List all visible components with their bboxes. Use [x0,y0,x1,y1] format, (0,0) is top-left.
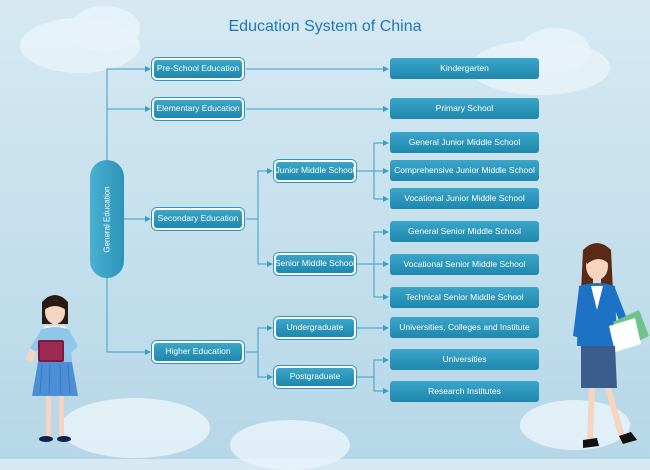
node-comprehensive-junior-middle-school: Comprehensive Junior Middle School [390,160,539,181]
node-general-junior-middle-school: General Junior Middle School [390,132,539,153]
diagram-title: Education System of China [228,18,422,35]
node-secondary-education: Secondary Education [152,208,244,230]
girl-student-figure [26,295,78,442]
background-cloud [70,6,140,51]
root-node-general-education: General Education [90,160,124,278]
node-postgraduate: Postgraduate [274,366,356,388]
node-senior-middle-school: Senior Middle School [274,253,356,275]
background-cloud [60,398,210,458]
node-research-institutes: Research Institutes [390,381,539,402]
node-higher-education: Higher Education [152,341,244,363]
node-universities: Universities [390,349,539,370]
node-pre-school-education: Pre-School Education [152,58,244,80]
node-elementary-education: Elementary Education [152,98,244,120]
node-undergraduate: Undergraduate [274,317,356,339]
node-primary-school: Primary School [390,98,539,119]
node-universities-colleges-institute: Universities, Colleges and Institute [390,317,539,338]
node-junior-middle-school: Junior Middle School [274,160,356,182]
node-vocational-junior-middle-school: Vocational Junior Middle School [390,188,539,209]
node-general-senior-middle-school: General Senior Middle School [390,221,539,242]
node-kindergarten: Kindergarten [390,58,539,79]
root-node-label: General Education [102,185,112,253]
female-teacher-figure [573,243,649,448]
node-technical-senior-middle-school: Technical Senior Middle School [390,287,539,308]
connector-lines [106,66,389,394]
node-vocational-senior-middle-school: Vocational Senior Middle School [390,254,539,275]
